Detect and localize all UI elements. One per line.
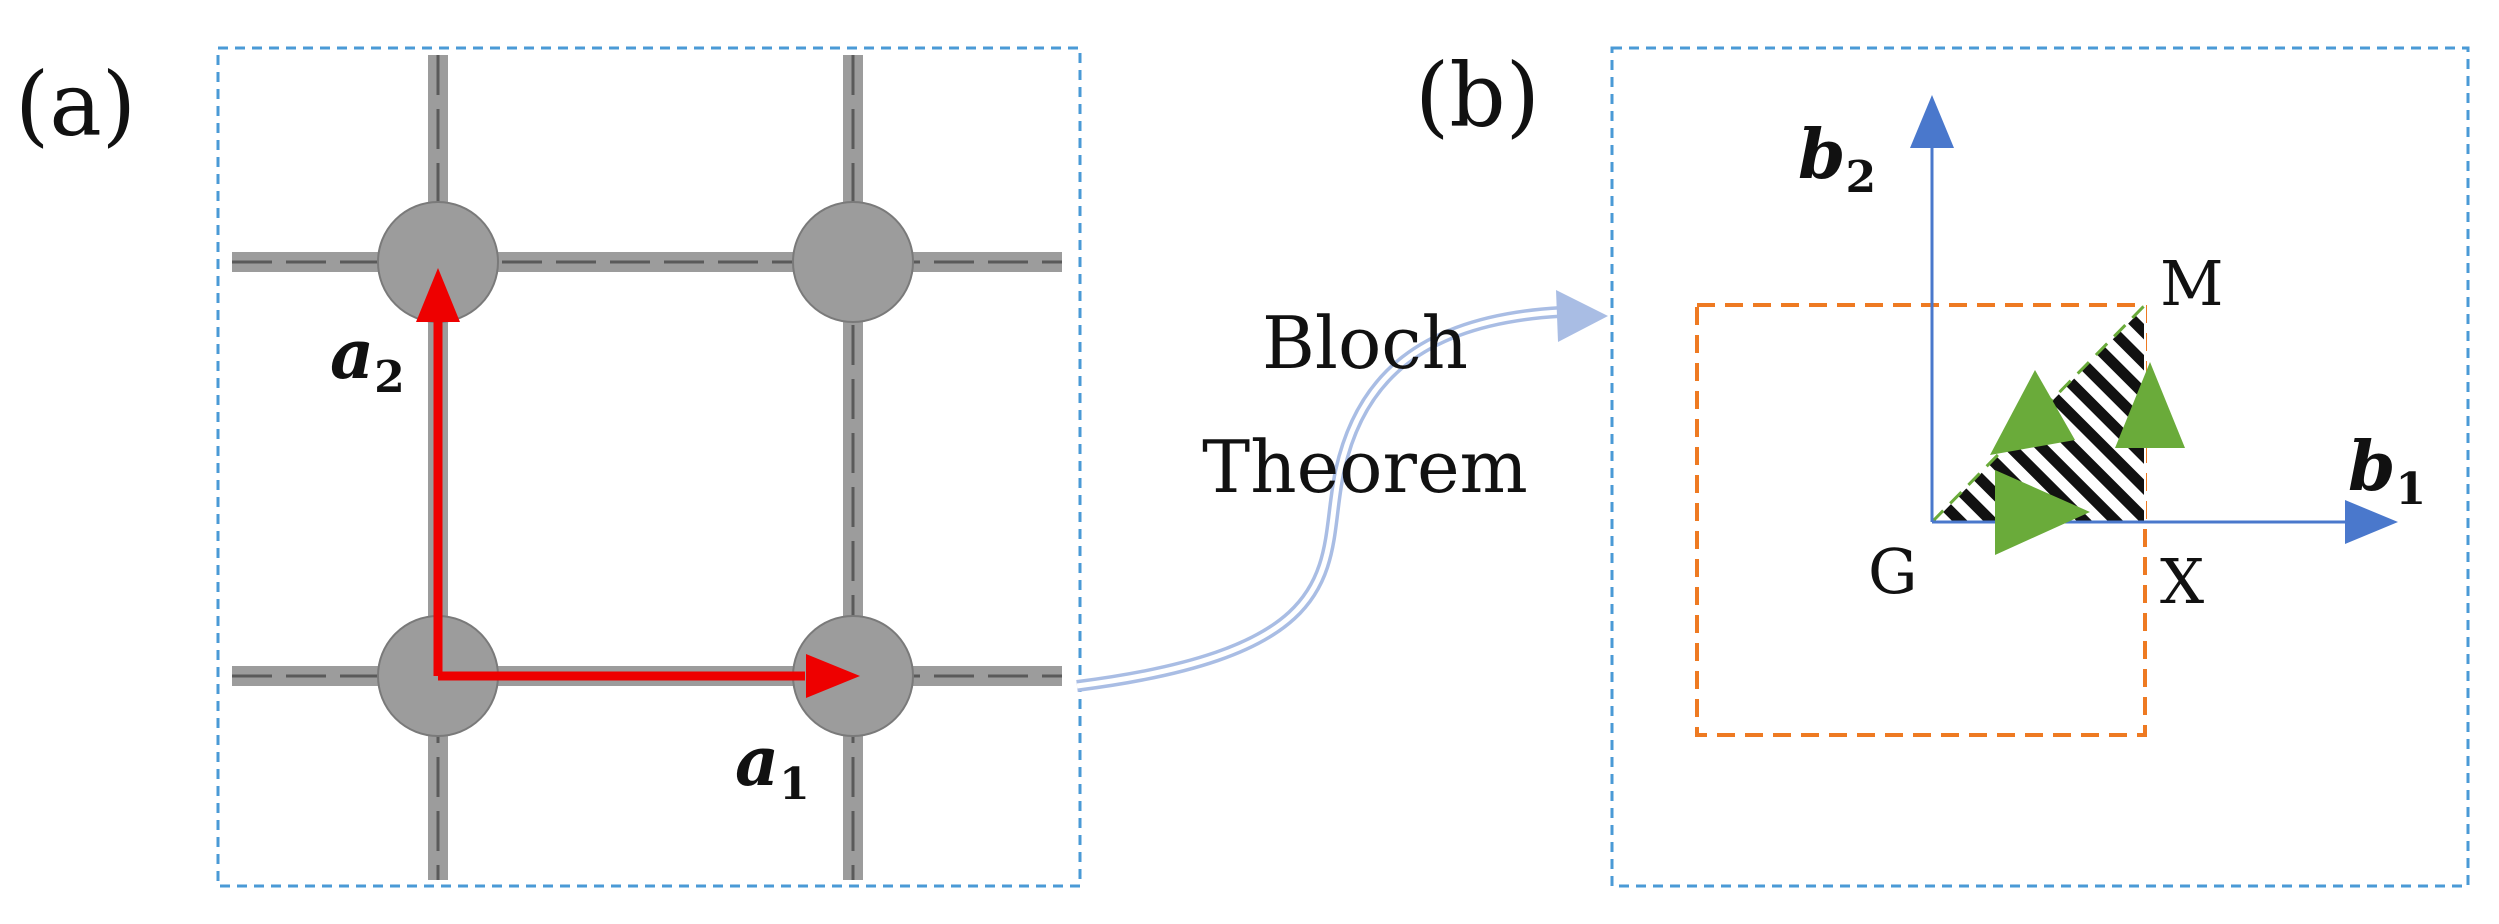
point-x-label: X — [2160, 545, 2204, 618]
axis-b2-label: b2 — [1798, 115, 1876, 203]
axis-b1-label: b1 — [2348, 427, 2426, 515]
bloch-transition-arrow — [1076, 290, 1608, 692]
path-arrow-m-to-g — [1990, 370, 2075, 455]
brillouin-zone — [1695, 303, 2147, 737]
panel-a-label: (a) — [15, 53, 136, 156]
bloch-label: Bloch — [1262, 301, 1468, 385]
vector-a2-arrow — [416, 268, 460, 676]
panel-a-frame — [216, 46, 1082, 888]
vector-a1-label: a1 — [735, 722, 810, 810]
point-g-label: G — [1868, 535, 1918, 608]
theorem-label: Theorem — [1202, 425, 1528, 509]
vector-a1-arrow — [438, 654, 860, 698]
lattice-node — [792, 201, 914, 323]
lattice-bars — [232, 55, 1062, 880]
vector-a2-label: a2 — [330, 315, 405, 403]
point-m-label: M — [2160, 247, 2223, 320]
path-arrow-g-to-x — [1995, 470, 2090, 555]
panel-b-label: (b) — [1415, 44, 1540, 147]
lattice-nodes — [377, 201, 914, 737]
axis-b2-arrow — [1910, 95, 1954, 522]
panel-b-frame — [1610, 46, 2470, 888]
path-arrow-x-to-m — [2115, 362, 2185, 448]
